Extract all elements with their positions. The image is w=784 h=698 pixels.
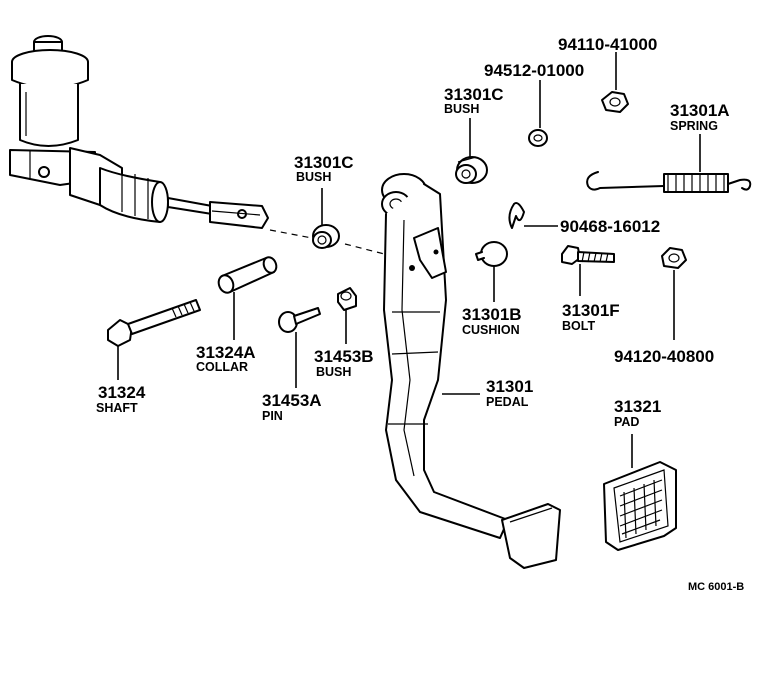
part-number-90468-16012: 90468-16012 xyxy=(560,217,660,236)
pin-31453a-illustration xyxy=(278,307,321,333)
part-number-94110-41000: 94110-41000 xyxy=(558,35,657,54)
master-cylinder-illustration xyxy=(9,35,269,229)
nut-94110-illustration xyxy=(601,91,629,113)
part-number-31321: 31321 xyxy=(614,397,661,416)
part-number-31301f: 31301F xyxy=(562,301,620,320)
part-number-31453a: 31453A xyxy=(262,391,322,410)
part-name-cushion: CUSHION xyxy=(462,323,520,337)
part-number-31301a: 31301A xyxy=(670,101,730,120)
cushion-31301b-illustration xyxy=(475,241,508,267)
bush-31301c-left-illustration xyxy=(312,224,340,249)
part-number-94512-01000: 94512-01000 xyxy=(484,61,584,80)
part-number-31324a: 31324A xyxy=(196,343,256,362)
part-number-31301c-left: 31301C xyxy=(294,153,354,172)
clutch-pedal-31301-illustration xyxy=(381,173,561,569)
part-name-bolt: BOLT xyxy=(562,319,595,333)
part-number-31324: 31324 xyxy=(98,383,146,402)
part-number-31301b: 31301B xyxy=(462,305,522,324)
part-number-31453b: 31453B xyxy=(314,347,374,366)
part-name-bush-left: BUSH xyxy=(296,170,331,184)
spring-31301a-illustration xyxy=(586,171,752,193)
reference-code: MC 6001-B xyxy=(688,581,744,593)
part-name-bush-31453b: BUSH xyxy=(316,365,351,379)
collar-31324a-illustration xyxy=(217,256,278,294)
part-number-31301c-top: 31301C xyxy=(444,85,504,104)
part-number-94120-40800: 94120-40800 xyxy=(614,347,714,366)
part-name-shaft: SHAFT xyxy=(96,401,138,415)
clip-90468-illustration xyxy=(508,202,525,229)
bush-31453b-illustration xyxy=(337,287,357,311)
nut-94120-illustration xyxy=(661,247,687,269)
part-number-31301: 31301 xyxy=(486,377,533,396)
bolt-31301f-illustration xyxy=(561,245,615,265)
part-name-bush-top: BUSH xyxy=(444,102,479,116)
washer-94512-illustration xyxy=(528,129,548,147)
part-name-spring: SPRING xyxy=(670,119,718,133)
alignment-line xyxy=(269,229,313,239)
bush-31301c-top-illustration xyxy=(455,156,488,184)
shaft-31324-illustration xyxy=(107,299,201,347)
part-name-collar: COLLAR xyxy=(196,360,248,374)
part-name-pedal: PEDAL xyxy=(486,395,529,409)
part-name-pin: PIN xyxy=(262,409,283,423)
pedal-pad-31321-illustration xyxy=(603,461,677,551)
part-name-pad: PAD xyxy=(614,415,639,429)
